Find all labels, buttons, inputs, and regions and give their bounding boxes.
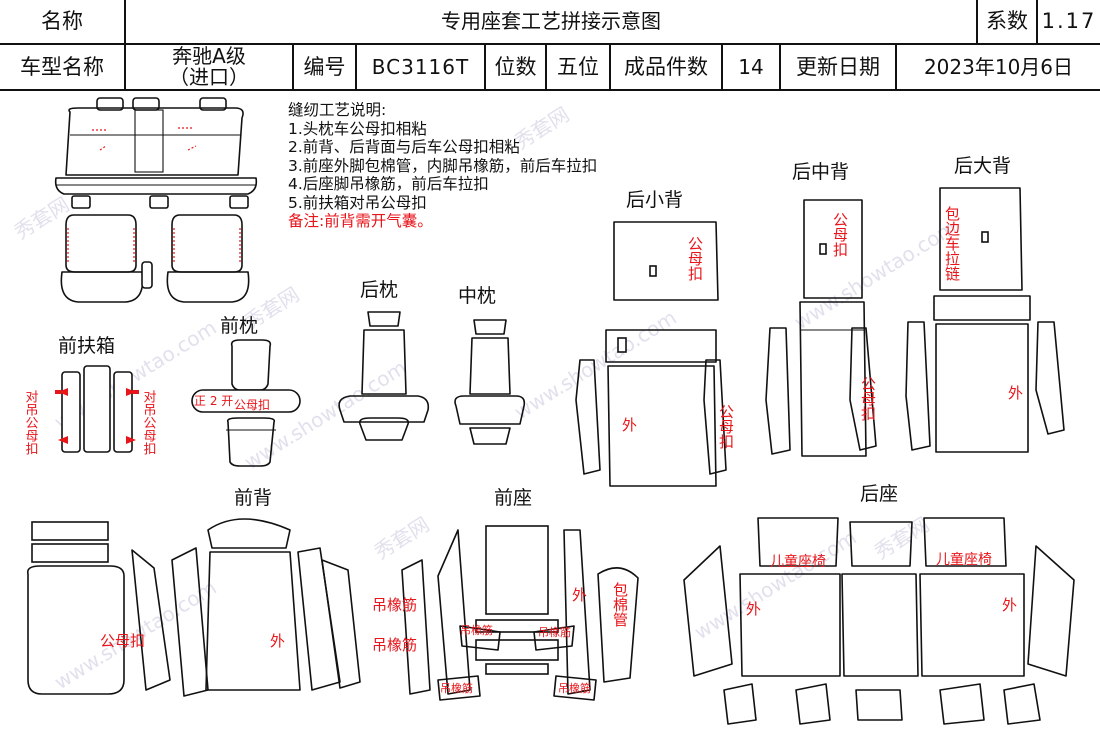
code-value: BC3116T [371,54,470,79]
watermark-text: www.showtao.com [240,355,411,474]
code-label: 编号 [303,54,346,79]
note-rear-seat-child-left: 儿童座椅 [770,553,826,570]
note-rear-middle-back-buckle: 公母扣 [831,212,849,258]
name-label-cell: 名称 [0,0,126,45]
seats-label-cell: 位数 [486,45,547,91]
coef-value-cell: 1.17 [1038,0,1100,45]
model-line-2: （进口） [169,65,249,89]
coef-label: 系数 [986,9,1028,34]
section-front-seat: 前座 [494,487,532,509]
note-front-seat-elastic-6: 吊橡筋 [558,681,591,695]
section-rear-headrest: 后枕 [360,279,398,301]
front-back-pieces [26,518,361,697]
front-headrest-pieces [191,339,301,467]
seats-value: 五位 [557,54,599,79]
section-front-headrest: 前枕 [220,315,258,337]
note-front-seat-foam: 包棉管 [611,582,629,627]
note-rear-seat-child-right: 儿童座椅 [936,551,992,568]
notes-item: 5.前扶箱对吊公母扣 [288,193,427,212]
note-headrest-buckle: 公母扣 [234,398,270,412]
section-rear-seat: 后座 [860,483,898,505]
seats-label: 位数 [494,54,537,79]
rear-small-back-pieces [575,221,727,487]
date-label-cell: 更新日期 [781,45,897,91]
section-middle-headrest: 中枕 [458,285,496,307]
notes-item: 2.前背、后背面与后车公母扣相粘 [288,138,520,156]
pieces-value: 14 [738,54,764,79]
code-label-cell: 编号 [294,45,357,91]
watermark-brand: 秀套网 [10,192,74,244]
note-front-seat-outer: 外 [572,586,587,604]
watermark-text: www.showtao.com [690,525,861,644]
date-value: 2023年10月6日 [923,54,1074,79]
seats-value-cell: 五位 [547,45,611,91]
note-armrest-left: 对吊公母扣 [23,390,39,455]
front-armrest-pieces [55,365,139,453]
date-label: 更新日期 [796,54,880,79]
note-front-seat-elastic-4: 吊橡筋 [538,625,571,639]
note-front-back-buckle: 公母扣 [100,632,145,650]
rear-middle-back-pieces [765,199,877,457]
sewing-notes: 缝纫工艺说明: 1.头枕车公母扣相粘 2.前背、后背面与后车公母扣相粘 3.前座… [288,101,597,231]
note-rear-seat-outer-right: 外 [1002,596,1017,614]
rear-headrest-pieces [338,311,430,441]
title-cell: 专用座套工艺拼接示意图 [126,0,978,45]
page-title: 专用座套工艺拼接示意图 [441,9,661,33]
note-rear-small-back-buckle-2: 公母扣 [717,404,735,450]
name-label: 名称 [41,9,83,34]
watermark-text: www.showtao.com [510,305,681,424]
coef-label-cell: 系数 [978,0,1038,45]
date-value-cell: 2023年10月6日 [897,45,1100,91]
notes-item: 3.前座外脚包棉管，内脚吊橡筋，前后车拉扣 [288,156,598,175]
note-front-seat-elastic-5: 吊橡筋 [440,681,473,695]
middle-headrest-pieces [454,319,526,445]
note-front-seat-elastic-2: 吊橡筋 [372,636,417,654]
pieces-label: 成品件数 [624,54,708,79]
front-seat-pieces [401,525,639,701]
notes-remark: 备注:前背需开气囊。 [288,212,433,230]
watermark-text: www.showtao.com [790,215,961,334]
notes-item: 4.后座脚吊橡筋，前后车拉扣 [288,175,489,193]
pieces-value-cell: 14 [723,45,781,91]
note-rear-seat-outer-left: 外 [746,600,761,618]
coef-value: 1.17 [1041,9,1097,34]
note-armrest-right: 对吊公母扣 [141,390,157,455]
section-rear-large-back: 后大背 [954,155,1011,177]
section-front-armrest: 前扶箱 [58,335,115,357]
model-label: 车型名称 [20,54,104,79]
front-seat-overview-left [60,214,153,303]
watermark-brand: 秀套网 [370,512,434,564]
section-rear-small-back: 后小背 [626,189,683,211]
note-front-seat-elastic-3: 吊橡筋 [460,623,493,637]
notes-heading: 缝纫工艺说明: [288,101,387,119]
code-value-cell: BC3116T [357,45,486,91]
note-rear-large-back-outer: 外 [1008,384,1023,402]
model-line-1: 奔驰A级 [172,44,246,68]
headrest-mark: 正 2 开 [194,394,233,408]
note-rear-large-back-zip: 包边车拉链 [943,206,961,281]
note-rear-small-back-buckle: 公母扣 [686,236,704,282]
section-front-back: 前背 [234,487,272,509]
note-front-back-outer: 外 [270,632,285,650]
section-rear-middle-back: 后中背 [792,161,849,183]
front-seat-overview-right [166,214,250,303]
rear-seat-pieces [683,517,1075,725]
notes-item: 1.头枕车公母扣相粘 [288,119,427,138]
note-rear-small-back-outer: 外 [622,416,637,434]
rear-large-back-pieces [905,187,1065,453]
pieces-label-cell: 成品件数 [611,45,723,91]
note-front-seat-elastic-1: 吊橡筋 [372,596,417,614]
note-rear-middle-back-buckle-2: 公母扣 [859,376,877,422]
model-label-cell: 车型名称 [0,45,126,91]
rear-bench-overview [54,97,258,209]
model-value-cell: 奔驰A级 （进口） [126,45,294,91]
